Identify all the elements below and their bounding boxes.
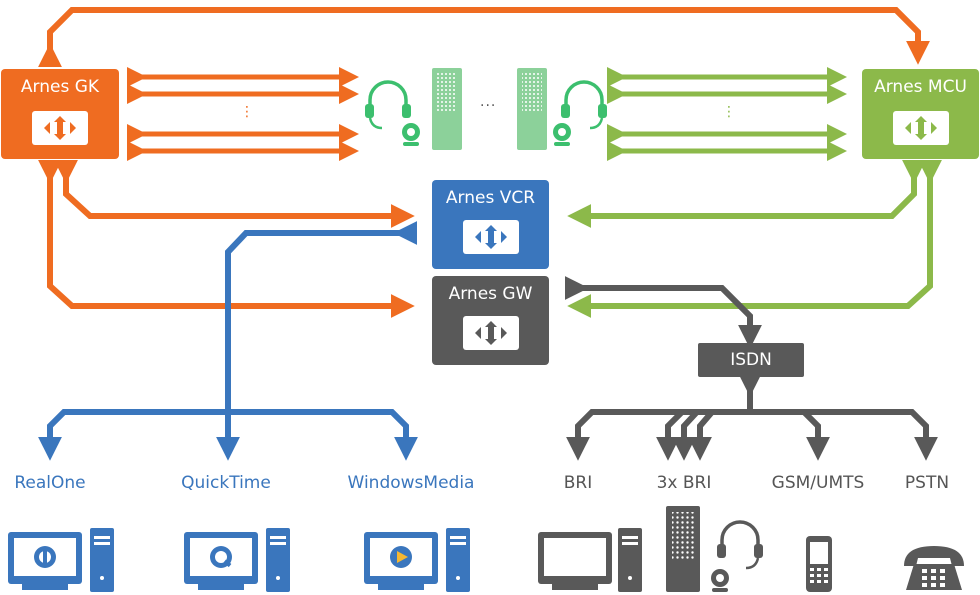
node-arnes-gk: Arnes GK (1, 69, 119, 159)
node-title: Arnes MCU (874, 77, 967, 97)
label-realone: RealOne (14, 473, 86, 493)
mcu-terminal-links (606, 67, 847, 161)
headset-icon (561, 80, 607, 130)
router-arrows-icon (475, 321, 507, 345)
terminal-tower-icon (517, 68, 547, 150)
computer-icon-windowsmedia (364, 528, 470, 592)
computer-icon-realone (8, 528, 114, 592)
vcr-streaming-links (38, 221, 418, 461)
telephone-icon (904, 546, 964, 590)
computer-icon-bri (538, 528, 642, 592)
gk-terminal-links (126, 67, 359, 161)
label-bri: BRI (563, 473, 593, 493)
ellipsis-terminals: ··· (480, 98, 497, 114)
label-gsm-umts: GSM/UMTS (771, 473, 865, 493)
webcam-icon (711, 569, 729, 592)
node-arnes-mcu: Arnes MCU (862, 69, 979, 159)
label-quicktime: QuickTime (181, 473, 271, 493)
router-arrows-icon (44, 116, 76, 140)
label-windowsmedia: WindowsMedia (347, 473, 475, 493)
node-title: Arnes VCR (445, 188, 536, 208)
router-arrows-icon (905, 116, 937, 140)
gw-isdn-link (564, 276, 762, 349)
node-arnes-vcr: Arnes VCR (432, 180, 549, 269)
node-title: Arnes GW (448, 284, 533, 304)
terminal-tower-icon (666, 506, 700, 592)
label-pstn: PSTN (904, 473, 950, 493)
gk-vcr-link (54, 159, 415, 228)
headset-icon (365, 80, 411, 130)
mcu-vcr-link (567, 159, 926, 228)
computer-icon-quicktime (184, 528, 290, 592)
webcam-icon (553, 123, 571, 146)
ellipsis-mcu: ⋮ (722, 104, 737, 120)
isdn-network-links (566, 372, 938, 461)
terminal-tower-icon (432, 68, 462, 150)
node-isdn: ISDN (698, 343, 804, 377)
node-title: Arnes GK (20, 77, 100, 97)
router-arrows-icon (475, 225, 507, 249)
gk-mcu-top-link (38, 7, 930, 68)
node-icon (32, 111, 88, 145)
node-arnes-gw: Arnes GW (432, 276, 549, 365)
node-icon (893, 111, 949, 145)
node-icon (463, 220, 519, 254)
node-icon (463, 316, 519, 350)
headset-icon (717, 520, 763, 570)
label-3x-bri: 3x BRI (656, 473, 712, 493)
webcam-icon (402, 123, 420, 146)
mobile-phone-icon (806, 536, 832, 592)
ellipsis-gk: ⋮ (240, 104, 255, 120)
